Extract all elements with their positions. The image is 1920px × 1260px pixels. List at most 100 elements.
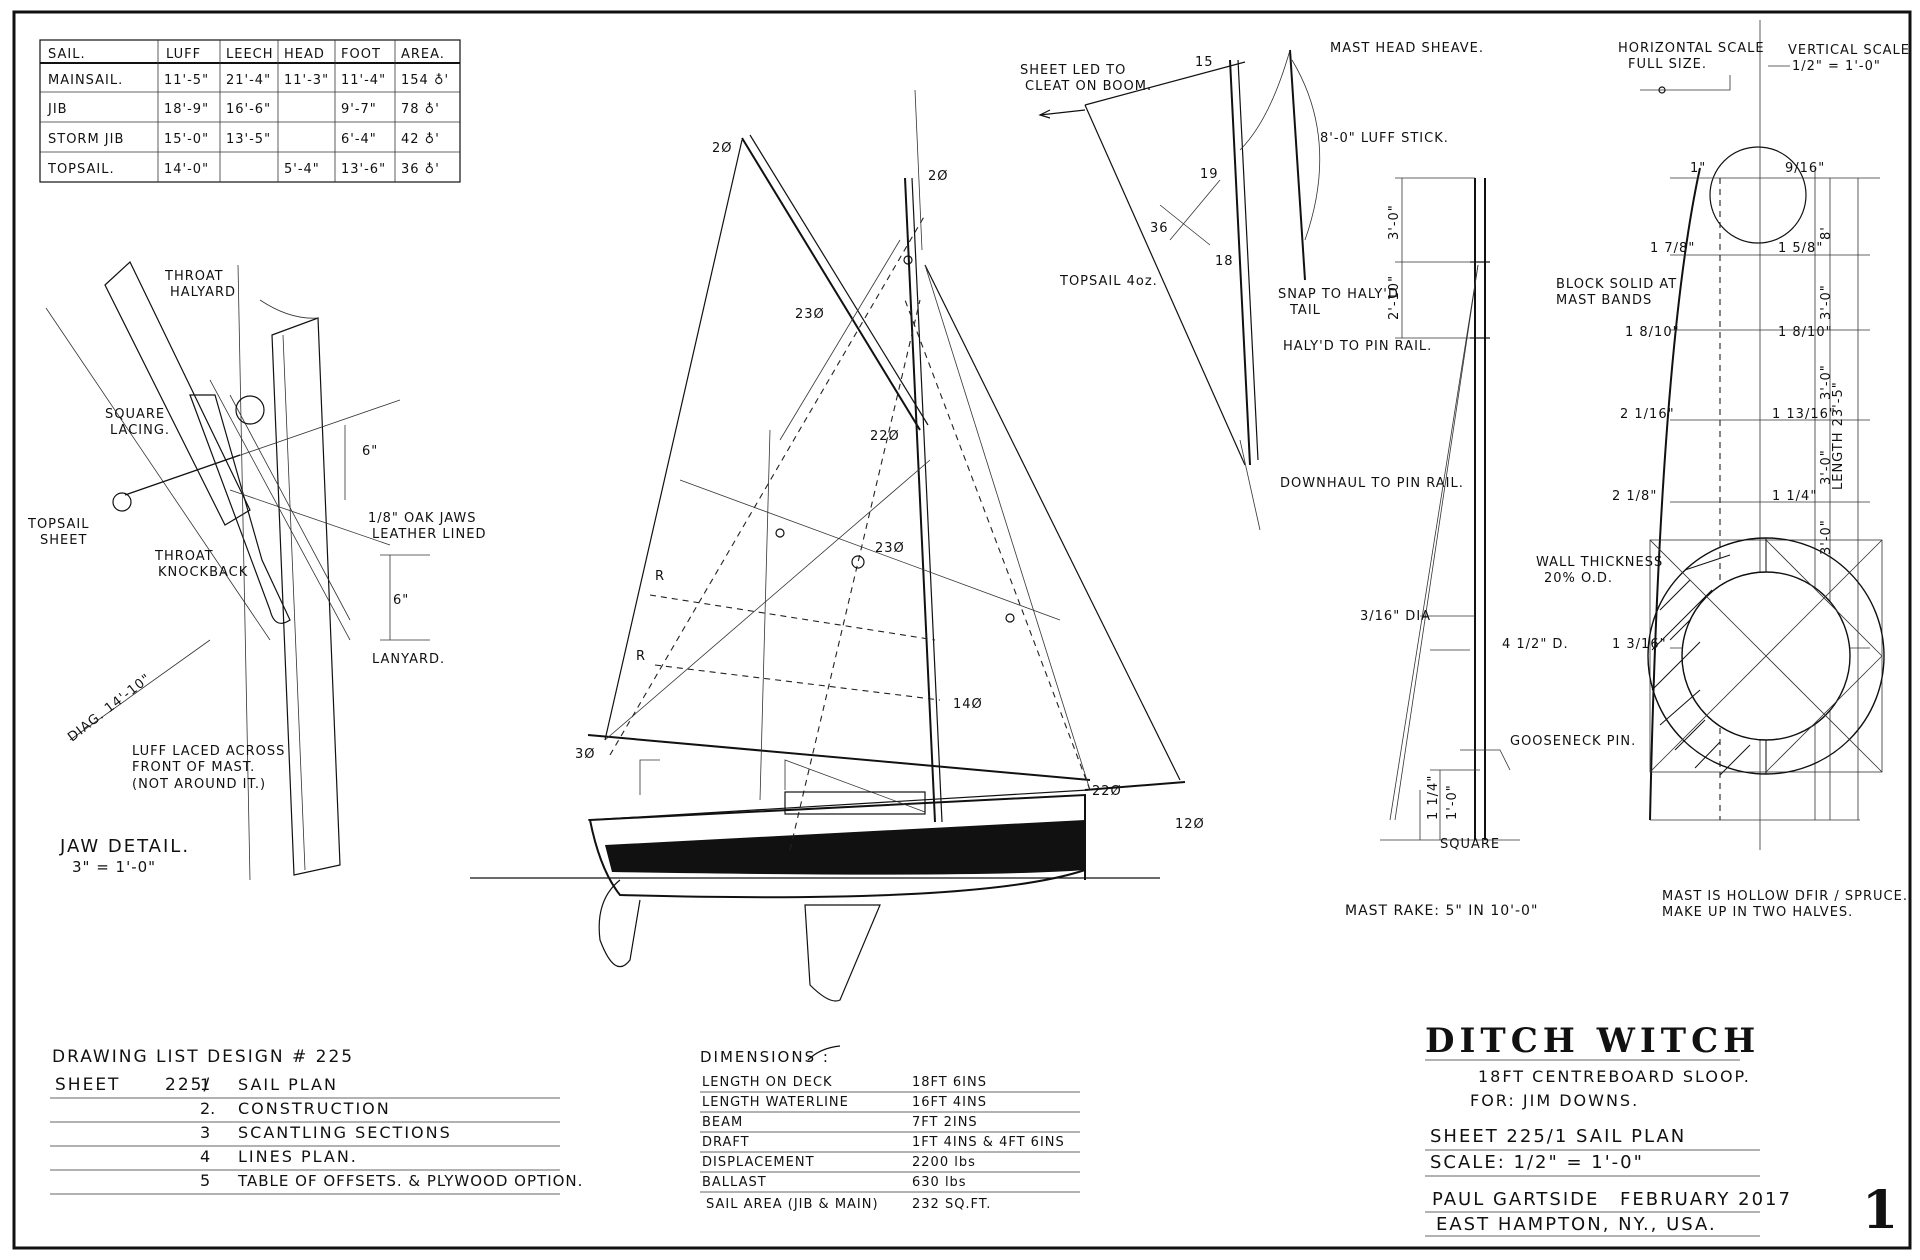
drawing-date: FEBRUARY 2017 xyxy=(1620,1189,1792,1210)
sail-table-cell: 42 ♁' xyxy=(401,132,440,147)
jaw-detail-title: JAW DETAIL. xyxy=(59,836,190,857)
drawing-list-item-name: SAIL PLAN xyxy=(238,1075,338,1094)
sail-table-cell: 78 ♁' xyxy=(401,102,440,117)
dimensions-label: LENGTH ON DECK xyxy=(702,1075,833,1090)
drawing-list-item-name: TABLE OF OFFSETS. & PLYWOOD OPTION. xyxy=(237,1172,583,1190)
dimensions-label: LENGTH WATERLINE xyxy=(702,1095,849,1110)
drawing-list-item-no: 3 xyxy=(200,1123,210,1142)
dimensions-label: DISPLACEMENT xyxy=(702,1155,815,1170)
sail-table-header-area: AREA. xyxy=(401,47,445,62)
dim: 1 3/16" xyxy=(1612,637,1667,652)
drawing-list-item-no: 4 xyxy=(200,1147,210,1166)
sail-table-header-luff: LUFF xyxy=(166,47,201,62)
sp-label: 23Ø xyxy=(875,541,905,556)
sp-label: 22Ø xyxy=(1092,784,1122,799)
drawing-list-sheet-no: 225/ xyxy=(165,1075,211,1095)
label-d412: 4 1/2" D. xyxy=(1502,637,1569,652)
sail-table: SAIL. LUFF LEECH HEAD FOOT AREA. MAINSAI… xyxy=(39,39,461,183)
label-topsail-4oz: TOPSAIL 4oz. xyxy=(1059,274,1158,289)
sail-table-cell: 13'-5" xyxy=(226,132,271,147)
dim: 1 13/16" xyxy=(1772,407,1836,422)
dimensions-value: 2200 lbs xyxy=(912,1155,976,1170)
label-block-solid-2: MAST BANDS xyxy=(1556,293,1652,308)
dim: 1" xyxy=(1690,161,1706,176)
drawing-list-item-no: 1 xyxy=(200,1075,210,1094)
label-wall-thickness-2: 20% O.D. xyxy=(1544,571,1613,586)
sail-table-cell: 14'-0" xyxy=(164,162,209,177)
label-horizontal-scale: HORIZONTAL SCALE xyxy=(1618,41,1765,56)
dim: 2 1/8" xyxy=(1612,489,1657,504)
dim: 1 1/4" xyxy=(1426,775,1441,820)
dimensions-label: DRAFT xyxy=(702,1135,750,1150)
drawing-title: DITCH WITCH xyxy=(1425,1021,1760,1061)
dim: 9/16" xyxy=(1785,161,1825,176)
label-vertical-scale-2: 1/2" = 1'-0" xyxy=(1792,59,1881,74)
label-oak-jaws: 1/8" OAK JAWS xyxy=(368,511,476,526)
label-square-lacing-2: LACING. xyxy=(110,423,170,438)
label-hollow-2: MAKE UP IN TWO HALVES. xyxy=(1662,905,1853,920)
dim: 2 1/16" xyxy=(1620,407,1675,422)
jaw-detail-scale: 3" = 1'-0" xyxy=(72,858,156,876)
drawing-list-item-no: 2. xyxy=(200,1099,215,1118)
main-sail-plan: 2Ø 2Ø 23Ø 22Ø 23Ø 14Ø R R 3Ø 22Ø 12Ø xyxy=(470,89,1205,1002)
label-mast-rake: MAST RAKE: 5" IN 10'-0" xyxy=(1345,903,1538,919)
label-snap-tail: SNAP TO HALY'D xyxy=(1278,287,1399,302)
label-topsail-sheet: TOPSAIL xyxy=(27,517,89,532)
sail-table-cell: 9'-7" xyxy=(341,102,377,117)
sail-table-cell: 21'-4" xyxy=(226,73,271,88)
sheet-border xyxy=(12,10,1912,1250)
label-throat-knockback: THROAT xyxy=(154,549,214,564)
drawing-subtitle: 18FT CENTREBOARD SLOOP. xyxy=(1478,1067,1751,1086)
dimensions-value: 1FT 4INS & 4FT 6INS xyxy=(912,1135,1065,1150)
label-diag: DIAG. 14'-10" xyxy=(65,671,154,745)
sail-table-cell: 6'-4" xyxy=(341,132,377,147)
mast-detail: HORIZONTAL SCALE FULL SIZE. VERTICAL SCA… xyxy=(1345,20,1909,920)
sail-table-cell: 16'-6" xyxy=(226,102,271,117)
drawing-list-title: DRAWING LIST DESIGN # 225 xyxy=(52,1047,354,1067)
drawing-list-item-name: SCANTLING SECTIONS xyxy=(238,1123,452,1142)
dimensions-value: 630 lbs xyxy=(912,1175,967,1190)
label-dim-6a: 6" xyxy=(362,444,378,459)
label-luff-stick: 8'-0" LUFF STICK. xyxy=(1320,131,1449,146)
dim: 3'-0" xyxy=(1819,449,1834,485)
dimensions-title: DIMENSIONS : xyxy=(700,1048,830,1066)
sp-label: 2Ø xyxy=(928,169,949,184)
label-masthead-sheave: MAST HEAD SHEAVE. xyxy=(1330,41,1484,56)
label-sheet-led: SHEET LED TO xyxy=(1020,63,1126,78)
sail-table-cell: STORM JIB xyxy=(48,132,124,147)
sail-table-header-head: HEAD xyxy=(284,47,325,62)
label-gooseneck: GOOSENECK PIN. xyxy=(1510,734,1636,749)
dimensions-label: BALLAST xyxy=(702,1175,767,1190)
label-luff-laced-1: LUFF LACED ACROSS xyxy=(132,744,285,759)
dimensions-label: SAIL AREA (JIB & MAIN) xyxy=(706,1197,879,1212)
title-block: DITCH WITCH 18FT CENTREBOARD SLOOP. FOR:… xyxy=(1425,1021,1898,1241)
sail-table-header-sail: SAIL. xyxy=(48,47,86,62)
label-horizontal-scale-2: FULL SIZE. xyxy=(1628,57,1707,72)
label-sheet-led-2: CLEAT ON BOOM. xyxy=(1025,79,1152,94)
drawing-sheet: SHEET 225/1 SAIL PLAN xyxy=(1430,1126,1686,1147)
sail-table-cell: 18'-9" xyxy=(164,102,209,117)
sail-table-cell: MAINSAIL. xyxy=(48,73,123,88)
dim: 1 8/10" xyxy=(1625,325,1680,340)
dim: 1 5/8" xyxy=(1778,241,1823,256)
label-lanyard: LANYARD. xyxy=(372,652,445,667)
dimensions-value: 232 SQ.FT. xyxy=(912,1197,991,1212)
label-topsail-sheet-2: SHEET xyxy=(40,533,87,548)
drawing-list-item-name: LINES PLAN. xyxy=(238,1147,358,1166)
dim: 1'-0" xyxy=(1445,784,1460,820)
drawing-list: DRAWING LIST DESIGN # 225 SHEET 225/ 1 S… xyxy=(50,1047,583,1195)
drawing-client: FOR: JIM DOWNS. xyxy=(1470,1091,1639,1110)
sail-table-cell: TOPSAIL. xyxy=(47,162,115,177)
label-square-lacing: SQUARE xyxy=(105,407,165,422)
label-halyd-pin: HALY'D TO PIN RAIL. xyxy=(1283,339,1432,354)
sp-label: 2Ø xyxy=(712,141,733,156)
dimensions-block: DIMENSIONS : LENGTH ON DECK 18FT 6INS LE… xyxy=(700,1045,1080,1212)
sp-label: 12Ø xyxy=(1175,817,1205,832)
label-dia-316: 3/16" DIA xyxy=(1360,609,1431,624)
sp-label: 3Ø xyxy=(575,747,596,762)
label-d36: 36 xyxy=(1150,221,1169,236)
dimensions-value: 16FT 4INS xyxy=(912,1095,987,1110)
label-luff-laced-2: FRONT OF MAST. xyxy=(132,760,255,775)
label-throat-knockback-2: KNOCKBACK xyxy=(158,565,248,580)
